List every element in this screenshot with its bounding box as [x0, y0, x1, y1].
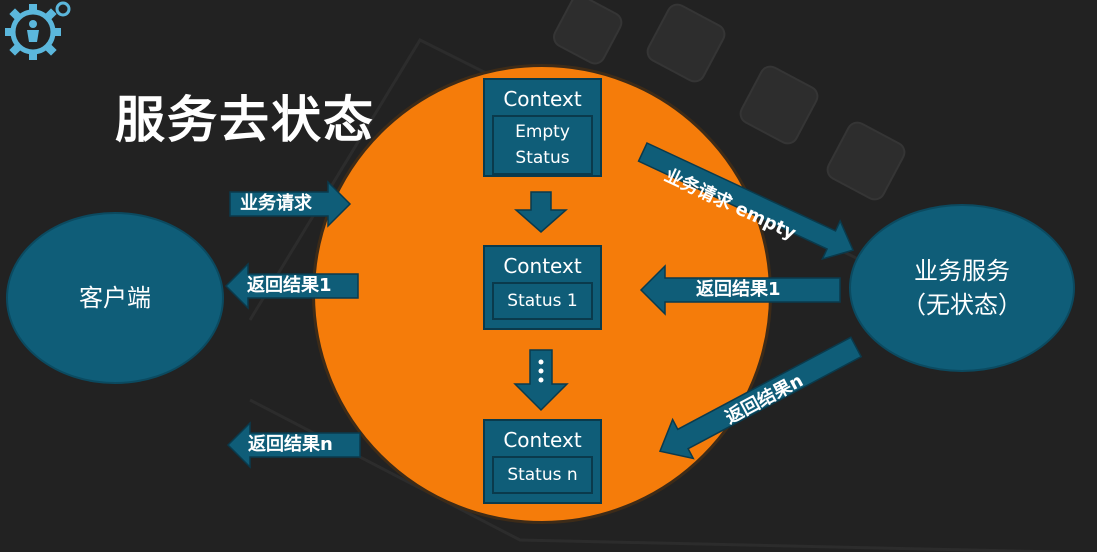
page-title: 服务去状态 — [115, 91, 375, 149]
context-status: Empty Status — [492, 115, 593, 175]
gear-logo-icon — [5, 1, 71, 60]
context-status-line: Status — [515, 148, 570, 168]
service-label-line2: （无状态） — [902, 291, 1022, 319]
flow-down-arrow-1 — [514, 191, 568, 233]
client-resultn-label: 返回结果n — [248, 434, 333, 455]
context-box-status-n: Context Status n — [483, 419, 602, 504]
context-box-status-1: Context Status 1 — [483, 245, 602, 330]
client-result1-label: 返回结果1 — [247, 275, 332, 296]
client-request-label: 业务请求 — [240, 193, 312, 214]
client-resultn-arrow — [226, 421, 361, 469]
client-node: 客户端 — [6, 212, 224, 384]
client-label: 客户端 — [79, 284, 151, 312]
client-request-arrow — [229, 180, 352, 228]
service-node: 业务服务 （无状态） — [849, 204, 1075, 372]
service-result1-label: 返回结果1 — [696, 279, 781, 300]
context-status: Status 1 — [492, 282, 593, 320]
ellipsis-dots — [538, 359, 544, 383]
context-title: Context — [503, 87, 582, 111]
context-title: Context — [503, 254, 582, 278]
context-status: Status n — [492, 456, 593, 494]
client-result1-arrow — [224, 262, 359, 310]
context-box-empty: Context Empty Status — [483, 78, 602, 177]
context-title: Context — [503, 428, 582, 452]
context-status-line: Empty — [515, 122, 570, 142]
service-request-arrow — [637, 142, 855, 261]
service-label-line1: 业务服务 — [914, 257, 1010, 285]
service-resultn-arrow — [658, 336, 863, 460]
service-result1-arrow — [639, 264, 841, 316]
